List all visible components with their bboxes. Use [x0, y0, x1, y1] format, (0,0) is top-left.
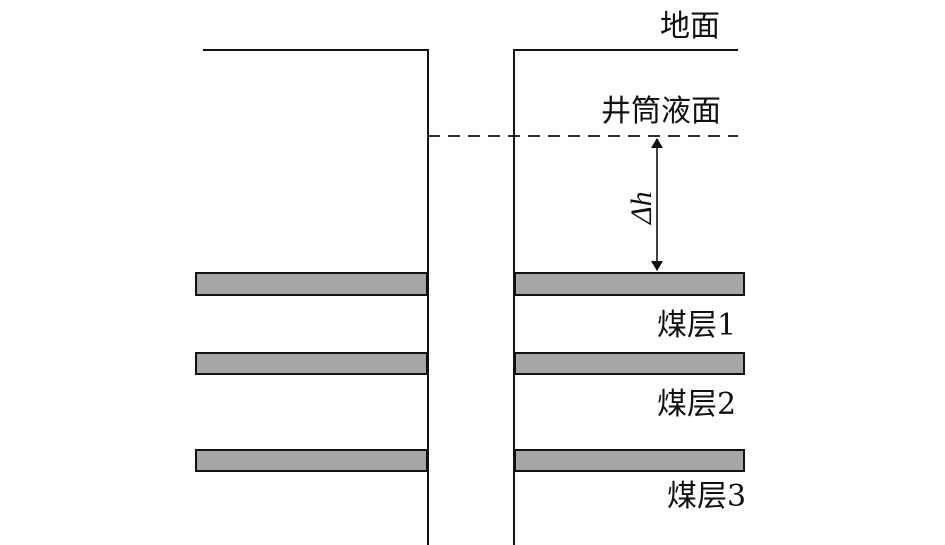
well-liquid-level-label: 井筒液面: [601, 94, 721, 129]
coal-seam-3-right: [514, 449, 745, 472]
coal-seam-1-right: [514, 272, 745, 296]
coal-seam-3-label: 煤层3: [667, 479, 746, 514]
coal-seam-2-right: [514, 352, 745, 375]
delta-h-label: Δh: [625, 191, 658, 225]
coal-seam-1-label: 煤层1: [657, 308, 736, 343]
coal-seam-1-left: [195, 272, 428, 296]
coal-seam-3-left: [195, 449, 428, 472]
ground-label: 地面: [660, 9, 720, 44]
coal-seam-2-left: [195, 352, 428, 375]
coal-seam-2-label: 煤层2: [657, 387, 736, 422]
